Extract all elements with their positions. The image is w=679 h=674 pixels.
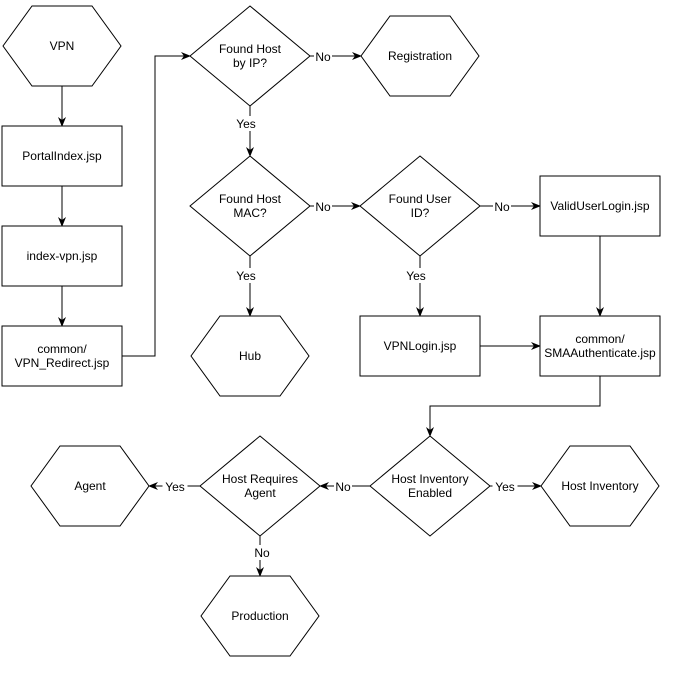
diamond-shape (189, 5, 311, 107)
node-sma-authenticate: common/SMAAuthenticate.jsp (539, 315, 661, 377)
edge-label-background (233, 116, 259, 131)
rect-shape (539, 315, 661, 377)
edge-label-background (334, 479, 352, 494)
node-valid-user-login: ValidUserLogin.jsp (539, 175, 661, 237)
node-label: by IP? (233, 56, 267, 70)
node-index-vpn: index-vpn.jsp (1, 225, 123, 287)
node-label: Agent (74, 479, 106, 493)
edge-label-yes: Yes (495, 480, 515, 494)
edge-label-background (233, 268, 259, 283)
node-label: PortalIndex.jsp (22, 149, 102, 163)
edge-label-no: No (335, 480, 351, 494)
edge-label-yes: Yes (406, 269, 426, 283)
rect-shape (1, 125, 123, 187)
edge-label-no: No (494, 200, 510, 214)
rect-shape (539, 175, 661, 237)
edge-label-no: No (315, 200, 331, 214)
node-label: Host Requires (222, 472, 298, 486)
node-vpn-redirect: common/VPN_Redirect.jsp (1, 325, 123, 387)
edge-label-yes: Yes (236, 117, 256, 131)
rect-shape (1, 225, 123, 287)
node-label: Host Inventory (391, 472, 468, 486)
edge-label-yes: Yes (165, 480, 185, 494)
node-label: VPN_Redirect.jsp (15, 356, 110, 370)
node-host-inventory: Host Inventory (540, 445, 660, 527)
node-label: index-vpn.jsp (27, 249, 98, 263)
hexagon-shape (360, 15, 480, 97)
edge-label-background (162, 479, 188, 494)
node-label: ID? (411, 206, 430, 220)
node-label: Host Inventory (561, 479, 638, 493)
diamond-shape (369, 435, 491, 537)
node-label: Found User (389, 192, 452, 206)
hexagon-shape (30, 445, 150, 527)
node-production: Production (200, 575, 320, 657)
edge-label-no: No (254, 546, 270, 560)
node-label: Found Host (219, 42, 282, 56)
node-portal-index: PortalIndex.jsp (1, 125, 123, 187)
edge-label-yes: Yes (236, 269, 256, 283)
node-label: Found Host (219, 192, 282, 206)
edge-label-background (492, 479, 518, 494)
edge-sma_authenticate-to-host_inventory_enabled (426, 376, 601, 437)
edge-label-background (253, 545, 271, 560)
node-vpn: VPN (2, 5, 122, 87)
node-label: ValidUserLogin.jsp (550, 199, 649, 213)
hexagon-shape (2, 5, 122, 87)
hexagon-shape (200, 575, 320, 657)
diamond-shape (199, 435, 321, 537)
edge-label-no: No (315, 50, 331, 64)
node-label: Agent (244, 486, 276, 500)
edge-label-background (403, 268, 429, 283)
node-agent: Agent (30, 445, 150, 527)
edge-label-background (493, 199, 511, 214)
node-label: VPN (50, 39, 75, 53)
rect-shape (1, 325, 123, 387)
node-vpn-login: VPNLogin.jsp (359, 315, 481, 377)
edge-label-background (314, 49, 332, 64)
node-label: Production (231, 609, 288, 623)
hexagon-shape (540, 445, 660, 527)
edge-label-background (314, 199, 332, 214)
node-label: VPNLogin.jsp (384, 339, 457, 353)
node-hub: Hub (190, 315, 310, 397)
diamond-shape (359, 155, 481, 257)
rect-shape (359, 315, 481, 377)
node-label: common/ (37, 342, 87, 356)
hexagon-shape (190, 315, 310, 397)
diamond-shape (189, 155, 311, 257)
node-label: Hub (239, 349, 261, 363)
node-registration: Registration (360, 15, 480, 97)
edge-vpn_redirect-to-found_host_ip (122, 52, 191, 357)
node-label: common/ (575, 332, 625, 346)
node-label: Registration (388, 49, 452, 63)
node-label: MAC? (233, 206, 267, 220)
node-label: Enabled (408, 486, 452, 500)
node-label: SMAAuthenticate.jsp (544, 346, 656, 360)
